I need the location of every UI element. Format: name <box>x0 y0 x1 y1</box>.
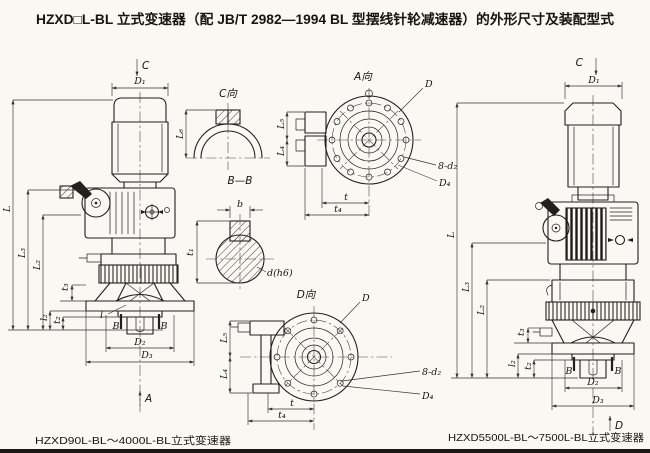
view-a: A向 L₅ L₄ D 8-d₂ D₄ <box>276 71 457 220</box>
dim-D1-left: D₁ <box>133 76 145 87</box>
dim-L-right: L <box>446 232 457 239</box>
dim-t2-left: t₂ <box>52 316 63 324</box>
dim-D4-d: D₄ <box>421 391 434 402</box>
dim-D4-a: D₄ <box>438 178 451 189</box>
view-a-title: A向 <box>353 71 373 83</box>
view-d-bracket <box>230 320 285 394</box>
left-figure-caption: HZXD90L-BL～4000L-BL立式变速器 <box>35 434 232 447</box>
dim-b: b <box>237 199 243 210</box>
dim-t-d: t <box>290 398 294 409</box>
right-output-shaft <box>579 359 607 379</box>
left-output-shaft <box>126 316 154 335</box>
dim-L5-d: L₅ <box>219 333 230 344</box>
left-unit-front-view: B B l <box>59 92 195 412</box>
right-motor-cap <box>564 102 622 126</box>
dim-L4-d: L₄ <box>219 369 230 380</box>
left-support-legs <box>94 282 186 302</box>
view-arrow-a: A <box>144 393 152 405</box>
view-arrow-c-left: C <box>142 60 150 72</box>
left-adjusting-boss <box>141 203 170 221</box>
view-c-title: C向 <box>219 88 238 100</box>
left-clamp-ring <box>100 253 177 266</box>
dim-shaft-length-l: l <box>100 310 103 321</box>
dim-shaft-diameter: d(h6) <box>267 268 293 279</box>
right-clip <box>546 284 553 296</box>
page-title: HZXD□L-BL 立式变速器（配 JB/T 2982—1994 BL 型摆线针… <box>36 11 614 27</box>
left-lower-neck <box>111 237 166 255</box>
right-unit-front-view: B B <box>532 95 641 436</box>
left-unit-dimensions: C D₁ L L₃ L₂ t₃ l₂ t₂ D₂ D₃ A <box>2 59 195 406</box>
dim-t1: t₁ <box>185 248 196 256</box>
section-mark-b-right: B <box>160 321 168 332</box>
view-d: D向 L₅ L₄ D 8-d₂ <box>219 289 441 430</box>
right-skirt <box>551 319 635 344</box>
section-mark-b-right-r: B <box>614 366 622 377</box>
dim-D-a: D <box>424 79 433 90</box>
view-c: C向 L₆ <box>175 88 270 170</box>
right-grease-fitting <box>539 327 553 337</box>
right-keyway-slot <box>588 359 598 376</box>
right-figure-caption: HZXD5500L-BL～7500L-BL立式变速器 <box>448 431 645 444</box>
left-motor-cap <box>113 97 167 123</box>
dim-t4-d: t₄ <box>278 410 286 421</box>
dim-L-left: L <box>2 206 13 213</box>
dim-L4-a: L₄ <box>276 146 287 157</box>
dim-t3-left: t₃ <box>60 283 71 291</box>
right-unit-dimensions: C D₁ L L₃ L₂ t₃ l₂ t₂ D₂ D₃ D <box>446 57 635 432</box>
dim-t-a: t <box>344 192 348 203</box>
left-motor-body <box>111 121 169 175</box>
dim-D-d: D <box>361 293 370 304</box>
left-grease-fitting <box>86 253 102 263</box>
section-bb: B—B b t₁ d(h6) <box>185 175 293 292</box>
dim-D3-right: D₃ <box>591 395 604 406</box>
view-arrow-d: D <box>615 420 623 432</box>
dim-t3-right: t₃ <box>516 328 527 336</box>
left-dome <box>115 293 165 302</box>
dim-D1-right: D₁ <box>587 75 599 86</box>
view-arrow-c-right: C <box>576 57 584 69</box>
dim-L2-left: L₂ <box>32 260 43 271</box>
dim-D2-left: D₂ <box>133 337 146 348</box>
right-adjusting-boss <box>608 234 633 246</box>
view-a-bracket <box>295 111 327 167</box>
section-mark-b-left: B <box>112 321 120 332</box>
dim-L5-a: L₅ <box>276 119 287 130</box>
dim-L3-right: L₃ <box>461 282 472 293</box>
section-mark-b-left-r: B <box>565 366 573 377</box>
view-a-bolt-holes <box>328 99 410 181</box>
dim-L2-right: L₂ <box>476 305 487 316</box>
right-handwheel <box>535 198 570 242</box>
dim-holes-d: 8-d₂ <box>422 367 441 378</box>
right-motor-body <box>567 124 620 188</box>
dim-holes-a: 8-d₂ <box>438 161 457 172</box>
dim-l2-left: l₂ <box>39 314 50 321</box>
right-cooling-fins <box>565 207 607 261</box>
dim-t4-a: t₄ <box>334 204 342 215</box>
dim-t2-right: t₂ <box>523 362 534 370</box>
dim-D3-left: D₃ <box>140 350 153 361</box>
section-bb-title: B—B <box>228 175 253 187</box>
right-dome <box>570 336 616 344</box>
left-cooling-fins <box>109 191 135 235</box>
dim-D2-right: D₂ <box>586 377 599 388</box>
dim-L6: L₆ <box>175 129 186 140</box>
scan-edge-bar <box>0 449 650 453</box>
left-ribbed-ring <box>98 264 179 284</box>
view-d-title: D向 <box>297 289 317 301</box>
dim-l2-right: l₂ <box>507 360 518 367</box>
dim-L3-left: L₃ <box>17 248 28 259</box>
right-vent-slots <box>609 207 633 221</box>
